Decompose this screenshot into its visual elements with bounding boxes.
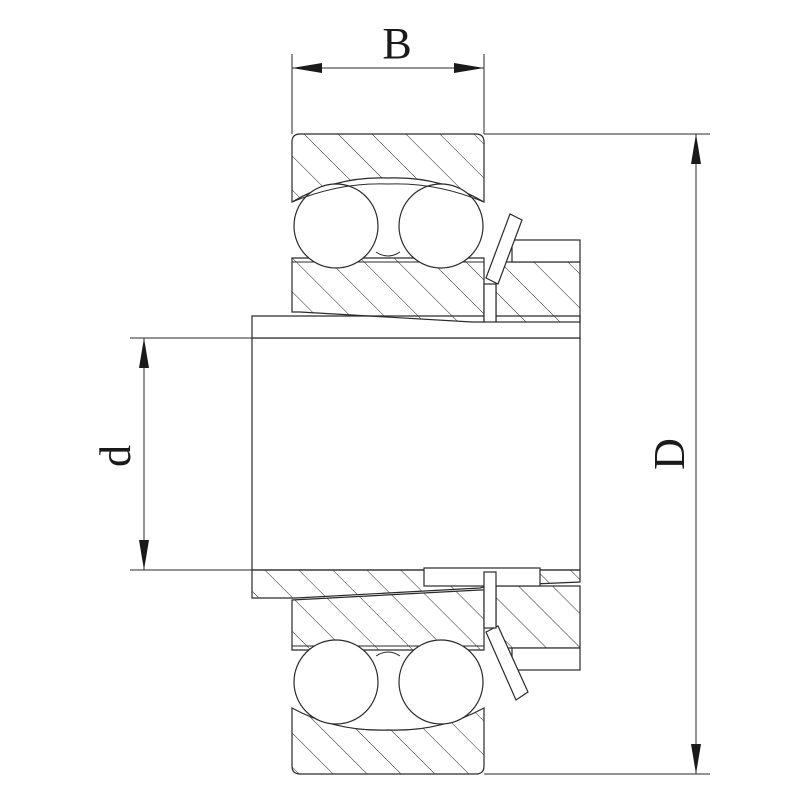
sleeve-bore-body bbox=[251, 337, 581, 571]
cage-lower bbox=[375, 651, 401, 657]
locknut-lower-body bbox=[495, 585, 581, 649]
locknut-lower-lip bbox=[423, 567, 541, 587]
dim-D-arrow-top bbox=[691, 134, 701, 164]
outer-ring-lower bbox=[291, 706, 485, 775]
lockwasher-upper bbox=[483, 283, 497, 323]
locknut-upper-body bbox=[495, 261, 581, 323]
dim-d-arrow-bottom bbox=[139, 540, 149, 570]
dim-b-label: B bbox=[382, 19, 411, 68]
ball-lower-left bbox=[293, 639, 379, 725]
locknut-upper-top bbox=[511, 239, 581, 263]
adapter-sleeve bbox=[251, 315, 581, 599]
bearing-lower-half bbox=[291, 589, 485, 775]
dim-b-arrow-right bbox=[454, 63, 484, 73]
outer-ring-upper bbox=[291, 133, 485, 204]
locknut-lower bbox=[423, 567, 581, 701]
dimension-D-outer: D bbox=[484, 133, 710, 775]
dim-d-label: d bbox=[91, 445, 140, 467]
inner-ring-lower bbox=[291, 589, 485, 651]
ball-upper-left bbox=[293, 183, 379, 269]
locknut-lower-bottom bbox=[511, 647, 581, 671]
dimension-b: B bbox=[291, 19, 485, 134]
ball-lower-right bbox=[398, 639, 484, 725]
lockwasher-lower bbox=[483, 571, 497, 629]
dimension-d-bore: d bbox=[91, 337, 252, 571]
inner-ring-upper bbox=[291, 257, 485, 323]
dim-b-arrow-left bbox=[292, 63, 322, 73]
dim-D-arrow-bottom bbox=[691, 744, 701, 774]
dim-d-arrow-top bbox=[139, 338, 149, 368]
bearing-upper-half bbox=[291, 133, 485, 323]
dim-D-label: D bbox=[645, 438, 694, 470]
lockwasher-tab-upper bbox=[485, 213, 523, 285]
locknut-upper bbox=[483, 213, 581, 323]
cage-upper bbox=[375, 251, 401, 257]
outer-race-arc-upper bbox=[291, 183, 485, 203]
ball-upper-right bbox=[398, 183, 484, 269]
